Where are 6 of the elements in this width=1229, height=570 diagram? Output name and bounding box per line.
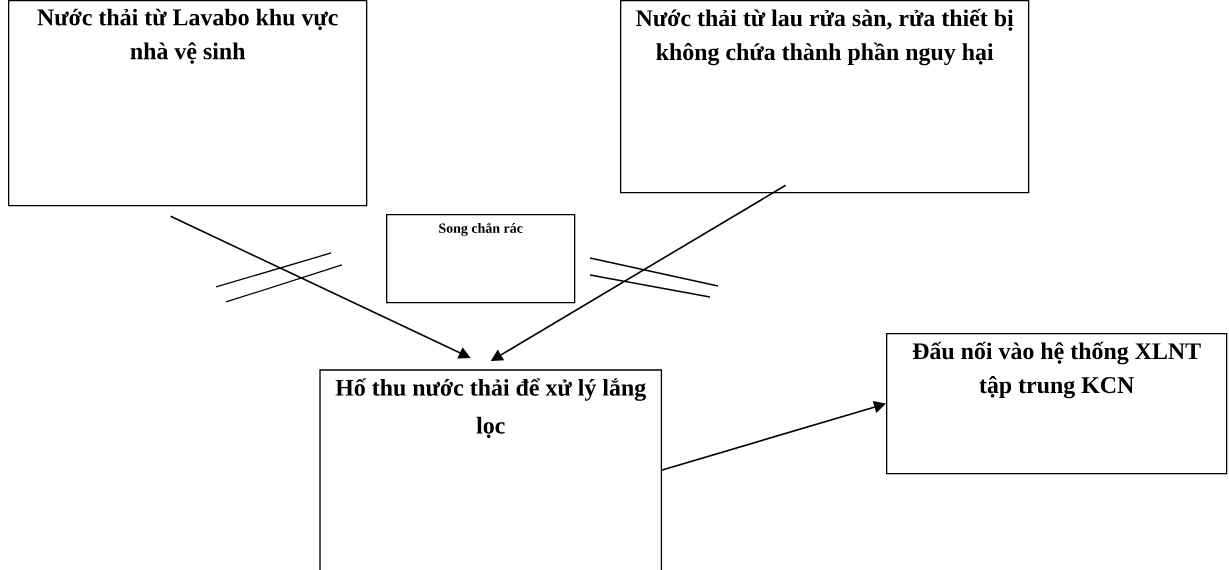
process-box: Nước thải từ lau rửa sàn, rửa thiết bị không chứa thành phần nguy hại (620, 0, 1030, 194)
process-box: Hố thu nước thải để xử lý lắng lọc (319, 369, 663, 570)
arrow (660, 401, 886, 471)
process-box: Nước thải từ Lavabo khu vực nhà vệ sinh (8, 0, 368, 207)
process-box: Đấu nối vào hệ thống XLNT tập trung KCN (886, 333, 1228, 475)
label-box: Song chắn rác (386, 214, 576, 304)
